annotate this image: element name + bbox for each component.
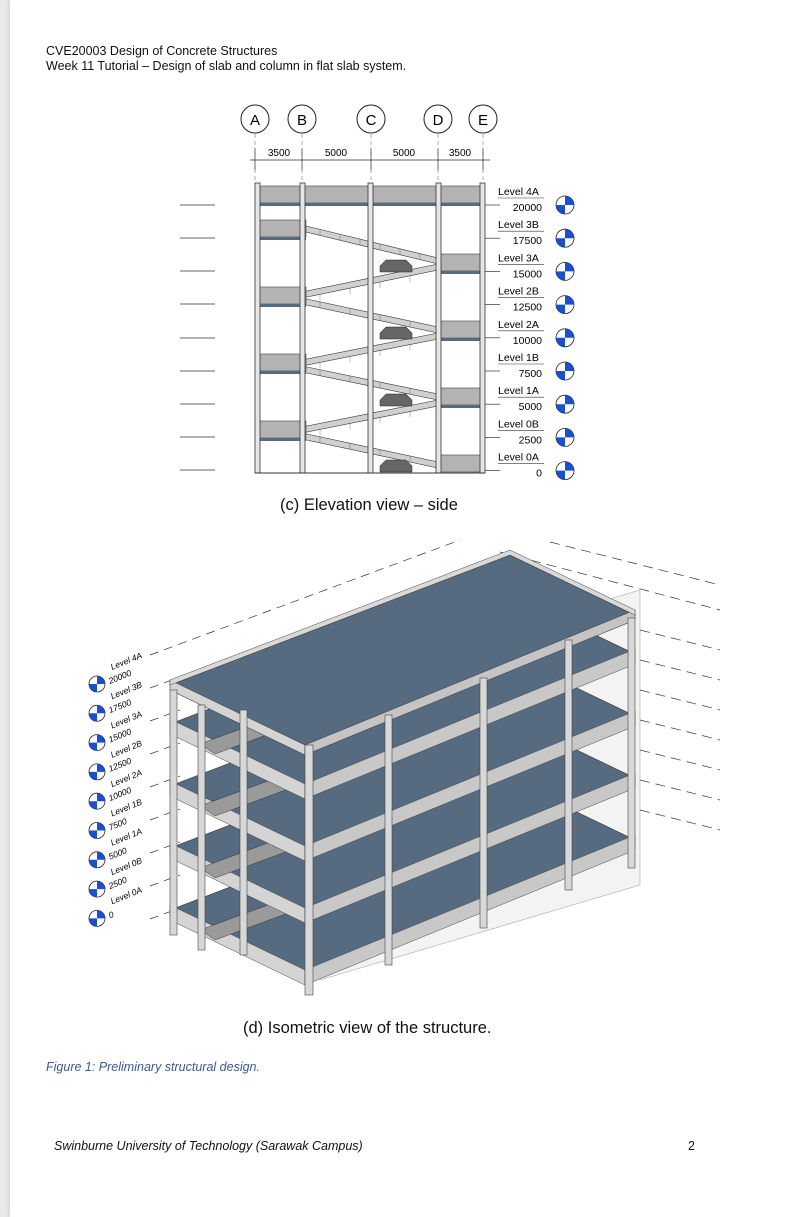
figure-caption: Figure 1: Preliminary structural design. <box>46 1060 260 1074</box>
iso-level-elevation: 5000 <box>107 845 129 861</box>
level-marker-icon <box>88 880 106 898</box>
grid-label-b: B <box>297 112 307 129</box>
left-level-ticks <box>180 204 215 471</box>
level-marker-icon <box>88 792 106 810</box>
level-elevation: 7500 <box>519 368 543 380</box>
grid-bubble-d <box>423 104 453 134</box>
tutorial-subtitle: Week 11 Tutorial – Design of slab and co… <box>46 59 407 73</box>
level-marker-icon <box>555 394 575 414</box>
level-marker-icon <box>88 822 106 839</box>
level-name: Level 4A <box>498 186 539 198</box>
level-elevation: 20000 <box>513 202 542 214</box>
level-marker-icon <box>88 851 106 869</box>
span-dimension: 5000 <box>393 148 416 159</box>
span-dimension: 3500 <box>449 148 472 159</box>
level-marker-icon <box>88 704 106 722</box>
grid-bubble-c <box>356 104 386 134</box>
level-elevation: 12500 <box>513 302 542 314</box>
level-marker-icon <box>555 328 575 348</box>
level-marker-icon <box>88 909 106 927</box>
level-elevation: 2500 <box>519 434 543 446</box>
grid-bubble-e <box>468 104 498 134</box>
level-name: Level 1A <box>498 385 539 397</box>
footer-institution: Swinburne University of Technology (Sara… <box>54 1139 363 1153</box>
iso-level-elevation: 2500 <box>106 874 128 891</box>
course-title: CVE20003 Design of Concrete Structures <box>46 44 278 58</box>
level-marker-icon <box>555 427 575 447</box>
level-marker-icon <box>555 361 575 381</box>
level-elevation: 0 <box>536 468 542 480</box>
level-elevation: 5000 <box>519 401 543 413</box>
level-name: Level 2B <box>498 286 539 298</box>
level-elevation: 10000 <box>513 335 542 347</box>
level-marker-icon <box>88 675 106 693</box>
iso-level-elevation: 7500 <box>107 816 129 832</box>
level-elevation: 17500 <box>513 235 542 247</box>
grid-label-e: E <box>478 112 488 129</box>
level-name: Level 2A <box>498 319 539 331</box>
roof-parapet-back <box>169 549 636 686</box>
span-dimension: 5000 <box>325 148 348 159</box>
ramp-hatching <box>319 229 421 462</box>
level-marker-icon <box>555 195 575 215</box>
grid-bubble-a <box>240 104 270 134</box>
level-name: Level 1B <box>498 352 539 364</box>
level-name: Level 0A <box>498 452 539 464</box>
grid-label-d: D <box>433 112 444 129</box>
level-name: Level 3B <box>498 219 539 231</box>
elevation-caption: (c) Elevation view – side <box>280 496 458 514</box>
level-marker-icon <box>555 295 575 315</box>
level-marker-icon <box>555 261 575 281</box>
span-dimension: 3500 <box>268 148 291 159</box>
elevation-drawing: A B C D E 3500 5000 5000 3500 <box>180 104 575 481</box>
iso-columns <box>169 617 636 996</box>
document-page: CVE20003 Design of Concrete Structures W… <box>10 0 804 1217</box>
level-marker-icon <box>555 228 575 248</box>
grid-label-c: C <box>366 112 377 129</box>
level-marker-icon <box>88 734 106 752</box>
iso-level-elevation: 0 <box>107 909 115 920</box>
grid-bubbles: A B C D E <box>240 104 498 134</box>
level-marker-icon <box>88 763 106 781</box>
grid-label-a: A <box>250 112 260 129</box>
grid-bubble-b <box>287 104 317 134</box>
level-elevation: 15000 <box>513 268 542 280</box>
leader-lines <box>149 540 461 920</box>
level-marker-icon <box>555 461 575 481</box>
car-silhouettes <box>379 259 413 473</box>
page-number: 2 <box>688 1139 695 1153</box>
level-name: Level 0B <box>498 418 539 430</box>
isometric-caption: (d) Isometric view of the structure. <box>243 1019 492 1037</box>
level-name: Level 3A <box>498 252 539 264</box>
right-leader-lines <box>499 541 721 831</box>
